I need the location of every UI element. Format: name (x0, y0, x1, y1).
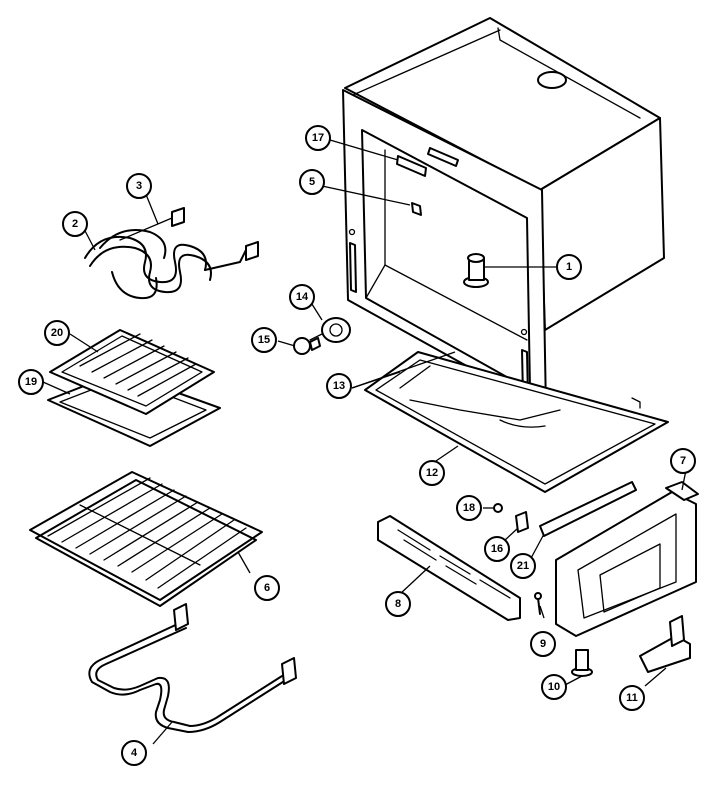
callout-4-label: 4 (131, 747, 138, 759)
callout-10: 10 (541, 674, 567, 700)
callout-16-label: 16 (491, 543, 503, 555)
callout-2-label: 2 (72, 218, 78, 230)
callout-20: 20 (44, 320, 70, 346)
screw-9 (534, 592, 542, 615)
strip-21 (539, 481, 637, 537)
oven-rack (29, 471, 263, 607)
callout-21: 21 (510, 553, 536, 579)
callout-11-label: 11 (626, 692, 638, 704)
callout-20-label: 20 (51, 327, 63, 339)
callout-5: 5 (299, 169, 325, 195)
callout-17: 17 (305, 125, 331, 151)
callout-13-label: 13 (333, 380, 345, 392)
callout-18-label: 18 (463, 502, 475, 514)
callout-6-label: 6 (264, 582, 270, 594)
callout-12: 12 (419, 460, 445, 486)
callout-8: 8 (385, 591, 411, 617)
callout-4: 4 (121, 740, 147, 766)
anti-tip-bracket-11 (639, 615, 691, 673)
callout-5-label: 5 (309, 176, 315, 188)
clip-16 (515, 511, 529, 533)
callout-8-label: 8 (395, 598, 401, 610)
callout-10-label: 10 (548, 681, 560, 693)
callout-2: 2 (62, 211, 88, 237)
callout-11: 11 (619, 685, 645, 711)
callout-7-label: 7 (680, 455, 686, 467)
oven-light-assembly (293, 317, 351, 355)
callout-21-label: 21 (517, 560, 529, 572)
callout-14-label: 14 (296, 291, 309, 303)
callout-6: 6 (254, 575, 280, 601)
callout-13: 13 (326, 373, 352, 399)
callout-3: 3 (126, 173, 152, 199)
callout-19-label: 19 (25, 376, 37, 388)
oven-cavity (342, 17, 665, 411)
callout-17-label: 17 (312, 132, 324, 144)
callout-3-label: 3 (136, 180, 142, 192)
callout-9-label: 9 (540, 638, 546, 650)
callout-12-label: 12 (426, 467, 438, 479)
callout-9: 9 (530, 631, 556, 657)
callout-19: 19 (18, 369, 44, 395)
callout-15: 15 (251, 327, 277, 353)
side-trim-panel (555, 481, 699, 637)
callout-1-label: 1 (566, 261, 572, 273)
leveling-leg-10 (571, 649, 593, 677)
front-bracket (377, 515, 521, 621)
part-1-element-terminal (463, 253, 489, 288)
callout-16: 16 (484, 536, 510, 562)
callout-1: 1 (556, 254, 582, 280)
bake-element (88, 603, 297, 733)
callout-18: 18 (456, 495, 482, 521)
callout-15-label: 15 (258, 334, 270, 346)
callout-14: 14 (289, 284, 315, 310)
broil-pan-insert (49, 329, 215, 415)
screw-18 (493, 503, 503, 513)
broil-element (84, 207, 259, 300)
callout-7: 7 (670, 448, 696, 474)
